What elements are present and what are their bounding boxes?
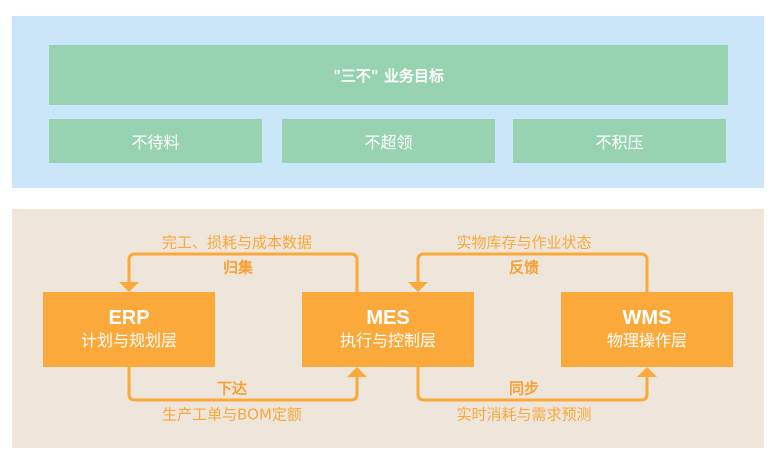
system-name: WMS xyxy=(622,307,672,329)
flow-content-mes-to-wms: 实时消耗与需求预测 xyxy=(456,405,592,424)
system-name: MES xyxy=(366,307,410,329)
goal-item-label: 不超领 xyxy=(364,133,413,152)
system-box-wms: WMS 物理操作层 xyxy=(561,292,733,367)
goal-item-no-over-issue: 不超领 xyxy=(282,119,495,163)
system-box-erp: ERP 计划与规划层 xyxy=(43,292,215,367)
arrow-up-icon xyxy=(347,367,367,377)
flow-line-mes-to-wms xyxy=(416,367,649,402)
goal-item-no-waiting-material: 不待料 xyxy=(49,119,262,163)
flow-content-mes-to-erp: 完工、损耗与成本数据 xyxy=(161,233,313,252)
system-box-mes: MES 执行与控制层 xyxy=(302,292,474,367)
arrow-down-icon xyxy=(119,282,139,292)
goal-title: "三不" 业务目标 xyxy=(333,66,444,85)
arrow-down-icon xyxy=(408,282,428,292)
system-layer: 计划与规划层 xyxy=(80,331,177,350)
flow-verb-mes-to-wms: 同步 xyxy=(508,379,540,398)
system-layer: 物理操作层 xyxy=(606,331,687,350)
flow-line-mes-to-erp xyxy=(127,252,359,292)
goal-item-label: 不积压 xyxy=(595,133,644,152)
flow-content-erp-to-mes: 生产工单与BOM定额 xyxy=(162,405,302,424)
goal-item-label: 不待料 xyxy=(131,133,180,152)
goal-title-box: "三不" 业务目标 xyxy=(49,45,728,105)
goal-item-no-backlog: 不积压 xyxy=(513,119,726,163)
flow-line-erp-to-mes xyxy=(127,367,359,402)
system-layer: 执行与控制层 xyxy=(339,331,436,350)
flow-line-wms-to-mes xyxy=(416,252,649,292)
flow-verb-wms-to-mes: 反馈 xyxy=(508,258,540,277)
arrow-up-icon xyxy=(637,367,657,377)
system-name: ERP xyxy=(108,307,150,329)
flow-verb-mes-to-erp: 归集 xyxy=(222,258,254,277)
flow-content-wms-to-mes: 实物库存与作业状态 xyxy=(456,233,592,252)
flow-verb-erp-to-mes: 下达 xyxy=(216,379,248,398)
